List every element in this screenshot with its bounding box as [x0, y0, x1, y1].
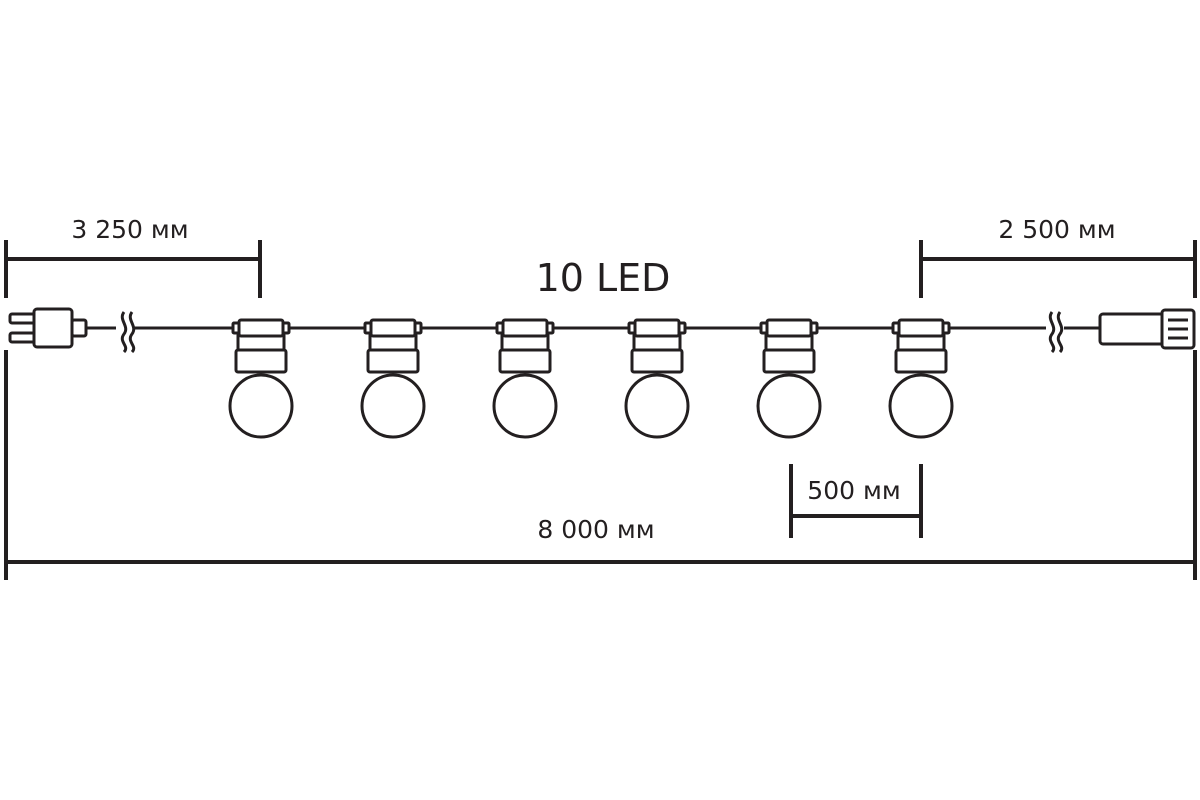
bulb-globe — [360, 373, 426, 439]
lead-out-label: 2 500 мм — [998, 215, 1115, 244]
cable-break-right-a — [1048, 311, 1056, 354]
bulb-base — [234, 348, 288, 374]
bulb-clamp-right-tab — [809, 321, 819, 335]
bulb-globe — [888, 373, 954, 439]
bulb-clamp-left-tab — [891, 321, 901, 335]
bulb-base — [366, 348, 420, 374]
plug-icon — [8, 307, 88, 349]
bulb-icon — [756, 318, 822, 439]
socket-body — [1098, 312, 1166, 346]
total-label: 8 000 мм — [537, 515, 654, 544]
bulb-base — [630, 348, 684, 374]
bulb-clamp-left-tab — [759, 321, 769, 335]
bulb-globe — [492, 373, 558, 439]
bulb-icon — [228, 318, 294, 439]
bulb-globe — [624, 373, 690, 439]
cable-break-right-b — [1056, 311, 1064, 354]
dimension-spacing: 500 мм — [789, 464, 923, 538]
bulb-clamp — [765, 318, 813, 338]
end-socket-icon — [1098, 308, 1196, 350]
bulb-base — [498, 348, 552, 374]
bulb-clamp-left-tab — [363, 321, 373, 335]
bulb-clamp-left-tab — [231, 321, 241, 335]
bulbs — [228, 318, 954, 439]
bulb-clamp — [501, 318, 549, 338]
bulb-clamp-right-tab — [281, 321, 291, 335]
bulb-clamp — [369, 318, 417, 338]
cable-break-left-b — [128, 311, 136, 354]
bulb-icon — [624, 318, 690, 439]
cable-break-left-a — [120, 311, 128, 354]
diagram-title: 10 LED — [536, 256, 671, 300]
spacing-label: 500 мм — [807, 476, 900, 505]
bulb-clamp — [237, 318, 285, 338]
bulb-icon — [492, 318, 558, 439]
bulb-clamp-right-tab — [413, 321, 423, 335]
dimension-lead-out: 2 500 мм — [919, 215, 1197, 298]
bulb-globe — [756, 373, 822, 439]
bulb-clamp-left-tab — [627, 321, 637, 335]
bulb-base — [762, 348, 816, 374]
bulb-clamp-left-tab — [495, 321, 505, 335]
bulb-clamp — [897, 318, 945, 338]
bulb-icon — [360, 318, 426, 439]
bulb-clamp-right-tab — [545, 321, 555, 335]
dimension-total: 8 000 мм — [4, 350, 1197, 580]
plug-body — [32, 307, 74, 349]
bulb-clamp — [633, 318, 681, 338]
bulb-base — [894, 348, 948, 374]
bulb-clamp-right-tab — [941, 321, 951, 335]
lead-in-label: 3 250 мм — [71, 215, 188, 244]
bulb-globe — [228, 373, 294, 439]
bulb-icon — [888, 318, 954, 439]
dimension-lead-in: 3 250 мм — [4, 215, 262, 298]
plug-neck — [70, 318, 88, 338]
bulb-clamp-right-tab — [677, 321, 687, 335]
